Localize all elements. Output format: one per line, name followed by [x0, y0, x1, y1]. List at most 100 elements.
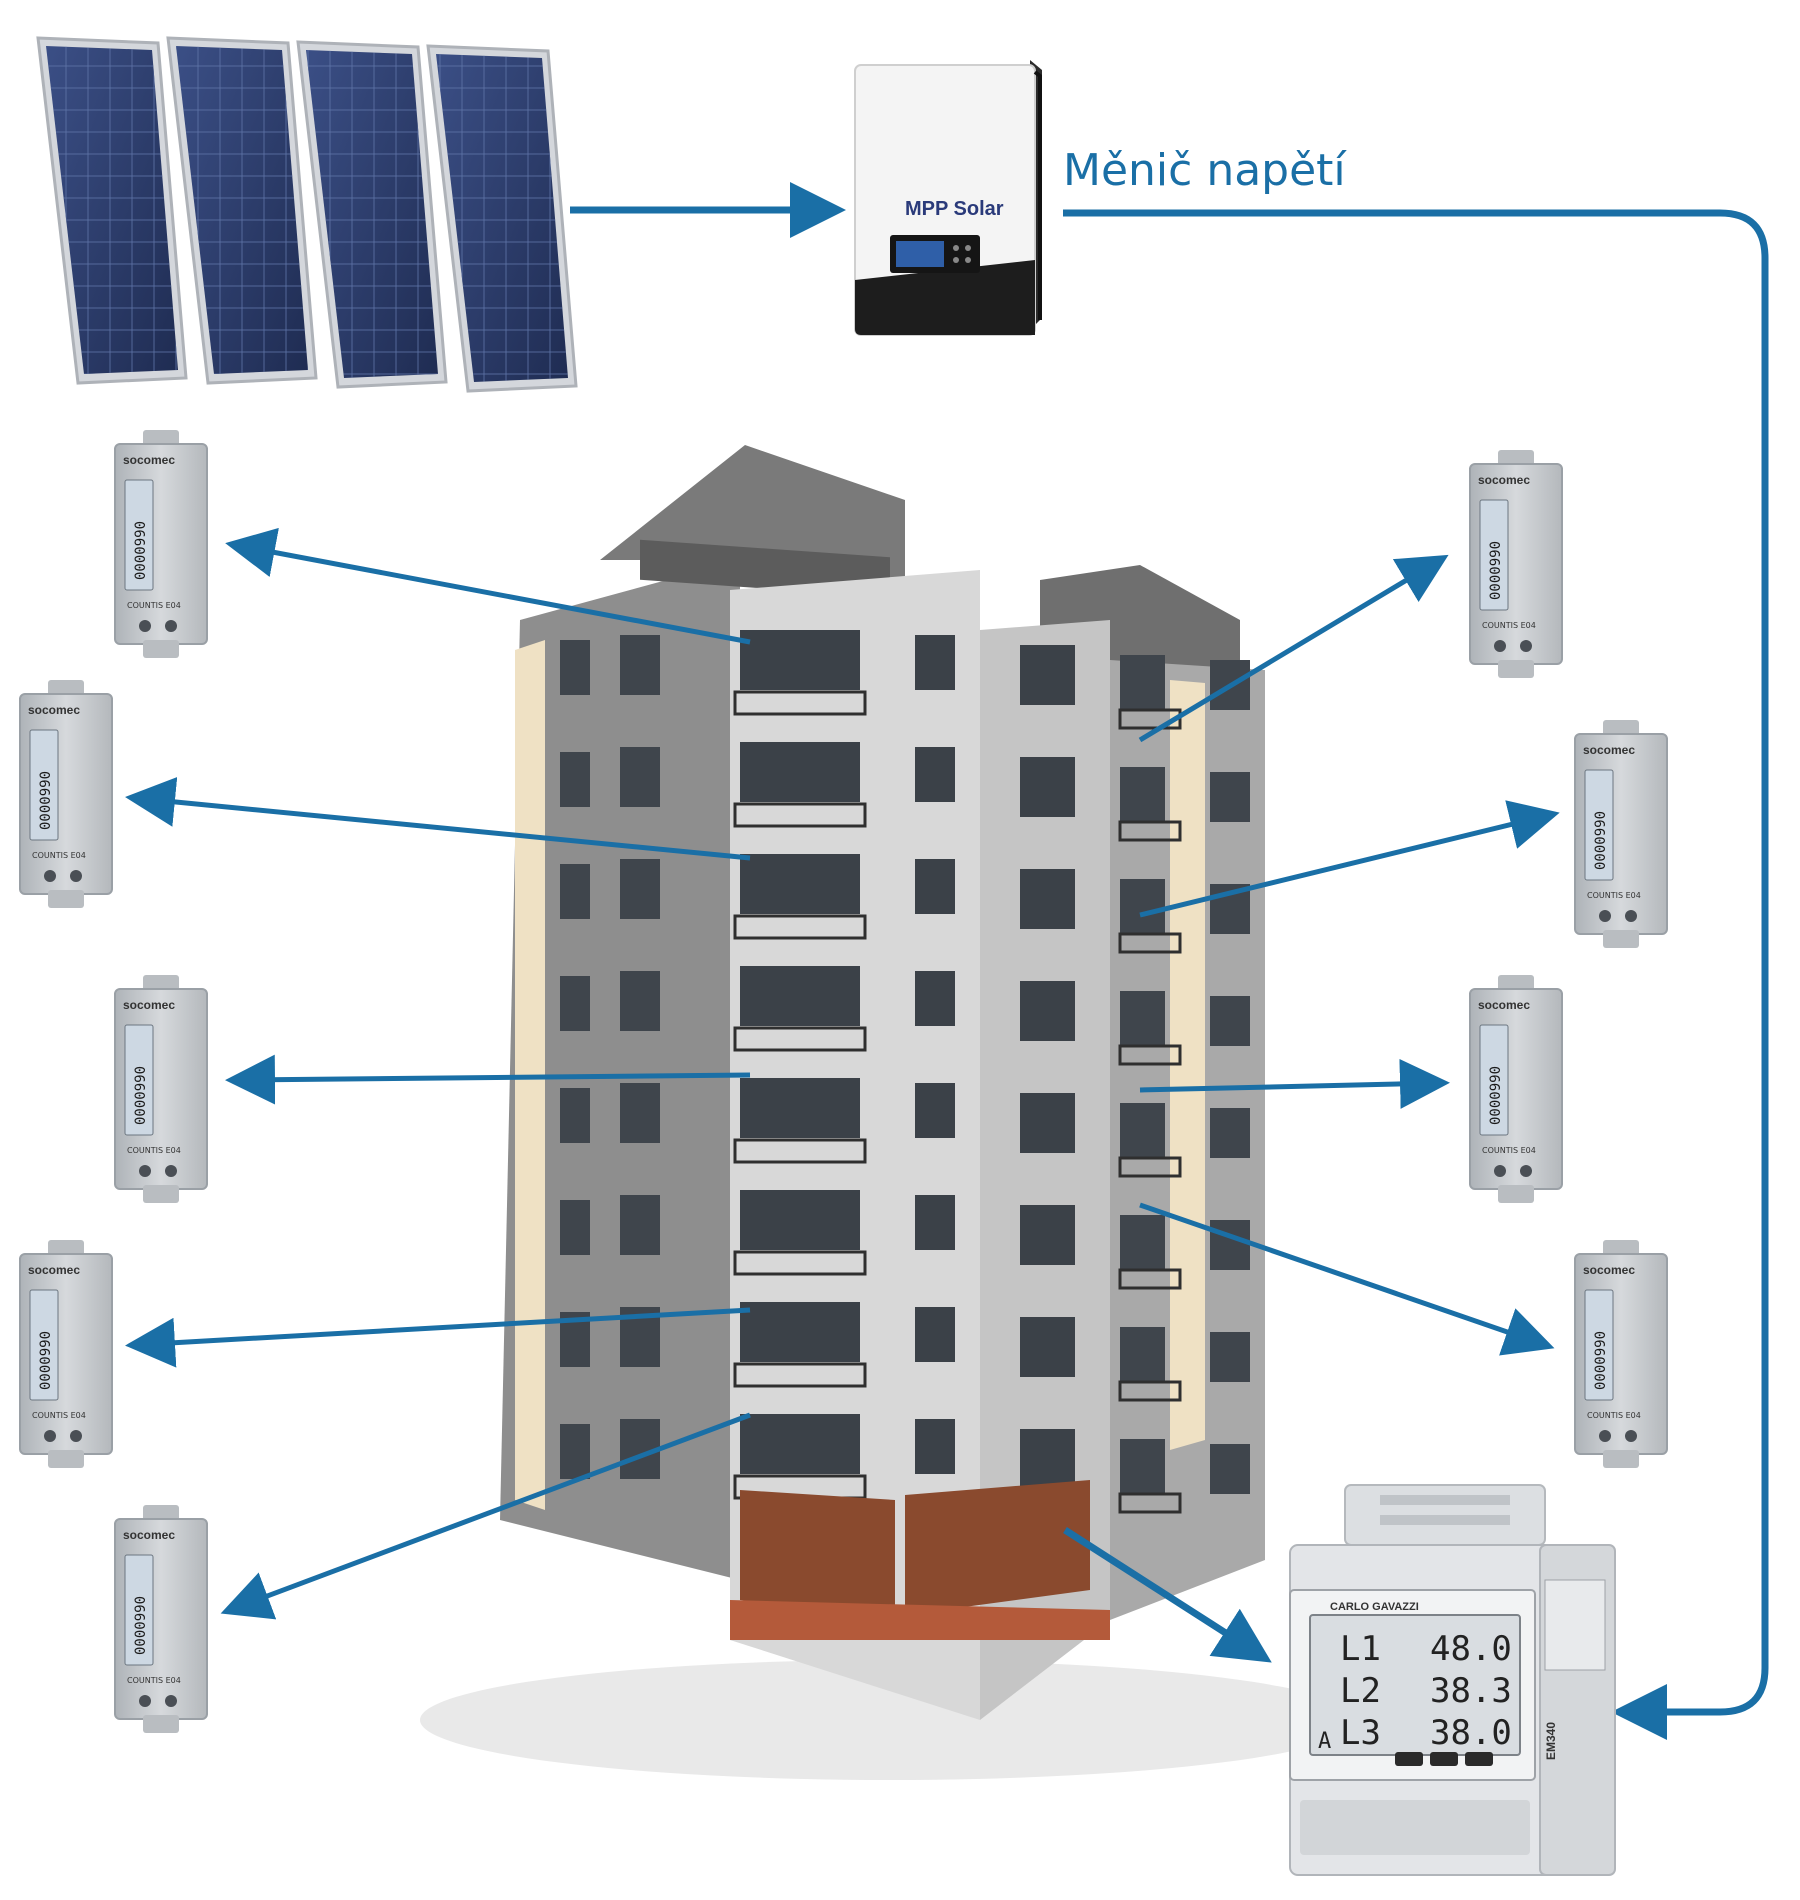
lcd-phase-value: 38.3	[1430, 1671, 1512, 1711]
arrow-building-to-submeter	[1139, 1202, 1555, 1356]
main-meter-model: EM340	[1544, 1722, 1558, 1760]
window	[560, 1088, 590, 1143]
window	[620, 971, 660, 1031]
window	[915, 635, 955, 690]
window	[560, 1200, 590, 1255]
solar-panel	[296, 40, 448, 389]
lcd-phase-label: L2	[1340, 1671, 1381, 1711]
submeter-reading: 0000990	[133, 1066, 149, 1125]
window	[740, 742, 860, 802]
submeter-brand: socomec	[28, 1263, 80, 1277]
window	[1020, 1093, 1075, 1153]
balcony-railing	[1118, 1380, 1182, 1402]
lcd-phase-label: L1	[1340, 1629, 1381, 1669]
lcd-phase-label: L3	[1340, 1713, 1381, 1753]
balcony-railing	[1118, 1156, 1182, 1178]
main-meter-brand: CARLO GAVAZZI	[1330, 1601, 1419, 1613]
window	[1020, 757, 1075, 817]
window	[740, 854, 860, 914]
window	[1120, 991, 1165, 1046]
submeter-brand: socomec	[1583, 743, 1635, 757]
window	[915, 1195, 955, 1250]
arrow-building-to-submeter	[225, 1054, 751, 1105]
submeter-brand: socomec	[123, 453, 175, 467]
submeter-brand: socomec	[123, 998, 175, 1012]
window	[1020, 1317, 1075, 1377]
window	[1120, 1439, 1165, 1494]
lcd-phase-value: 48.0	[1430, 1629, 1512, 1669]
submeter-reading: 0000990	[1593, 811, 1609, 870]
submeter-model: COUNTIS E04	[1482, 1146, 1536, 1155]
main-meter-unit: A	[1318, 1729, 1331, 1754]
submeter-reading: 0000990	[133, 1596, 149, 1655]
window	[1120, 1103, 1165, 1158]
arrow-building-to-submeter	[225, 527, 751, 645]
window	[915, 747, 955, 802]
hybrid-inverter-icon: MPP Solar	[854, 60, 1042, 336]
window	[620, 1195, 660, 1255]
arrow-building-to-submeter	[1139, 1058, 1450, 1109]
balcony-railing	[733, 1138, 867, 1164]
window	[915, 859, 955, 914]
window	[560, 1424, 590, 1479]
submeter-reading: 0000990	[133, 521, 149, 580]
window	[1210, 1220, 1250, 1270]
inverter-brand-logo: MPP Solar	[905, 198, 1004, 220]
inverter-label: Měnič napětí	[1063, 145, 1347, 196]
window	[1210, 996, 1250, 1046]
submeter-brand: socomec	[1478, 998, 1530, 1012]
arrow-building-to-submeter	[1139, 800, 1560, 918]
solar-panel	[166, 36, 318, 385]
window	[620, 747, 660, 807]
building-floors	[560, 630, 1250, 1514]
submeter-reading: 0000990	[1593, 1331, 1609, 1390]
balcony-railing	[1118, 820, 1182, 842]
window	[740, 1414, 860, 1474]
window	[1120, 767, 1165, 822]
balcony-railing	[733, 914, 867, 940]
apartment-building-icon	[420, 445, 1360, 1780]
balcony-railing	[1118, 708, 1182, 730]
submeter-model: COUNTIS E04	[32, 851, 86, 860]
submeter-brand: socomec	[123, 1528, 175, 1542]
submeter-brand: socomec	[1583, 1263, 1635, 1277]
window	[915, 1307, 955, 1362]
arrow-building-to-main-meter	[1063, 1527, 1272, 1663]
window	[1020, 1429, 1075, 1489]
submeter-model: COUNTIS E04	[1587, 891, 1641, 900]
solar-panel	[426, 44, 578, 393]
window	[915, 1083, 955, 1138]
window	[1210, 1108, 1250, 1158]
balcony-railing	[1118, 1492, 1182, 1514]
window	[1120, 655, 1165, 710]
balcony-railing	[1118, 932, 1182, 954]
submeter-model: COUNTIS E04	[127, 1146, 181, 1155]
balcony-railing	[733, 1250, 867, 1276]
window	[560, 640, 590, 695]
submeter-model: COUNTIS E04	[1482, 621, 1536, 630]
window	[740, 1302, 860, 1362]
window	[1210, 1444, 1250, 1494]
window	[1120, 879, 1165, 934]
window	[560, 752, 590, 807]
window	[1020, 645, 1075, 705]
submeter-reading: 0000990	[38, 771, 54, 830]
arrow-building-to-submeter	[125, 1307, 751, 1368]
window	[1210, 772, 1250, 822]
window	[1020, 1205, 1075, 1265]
balcony-railing	[1118, 1268, 1182, 1290]
submeter-model: COUNTIS E04	[1587, 1411, 1641, 1420]
balcony-railing	[733, 802, 867, 828]
